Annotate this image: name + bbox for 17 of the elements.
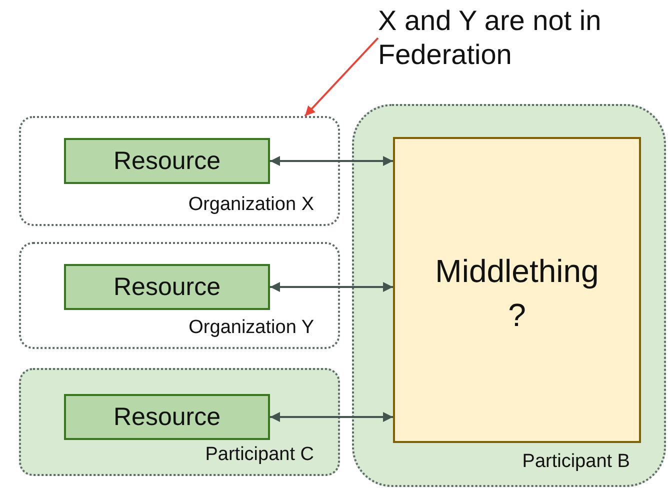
double-arrow bbox=[270, 412, 393, 422]
middleware-box: Middlething ? bbox=[393, 137, 641, 443]
resource-box: Resource bbox=[64, 394, 270, 440]
resource-box: Resource bbox=[64, 138, 270, 184]
annotation-text: X and Y are not in Federation bbox=[378, 4, 663, 76]
participant-group bbox=[352, 104, 666, 487]
participant-group bbox=[19, 368, 340, 476]
organization-group bbox=[19, 116, 340, 226]
group-label: Participant C bbox=[205, 444, 314, 466]
double-arrow bbox=[270, 156, 393, 166]
arrow bbox=[304, 37, 379, 117]
group-label: Organization Y bbox=[188, 317, 314, 339]
group-label: Participant B bbox=[522, 451, 630, 473]
organization-group bbox=[19, 242, 340, 349]
resource-box: Resource bbox=[64, 264, 270, 310]
group-label: Organization X bbox=[188, 194, 314, 216]
double-arrow bbox=[270, 282, 393, 292]
